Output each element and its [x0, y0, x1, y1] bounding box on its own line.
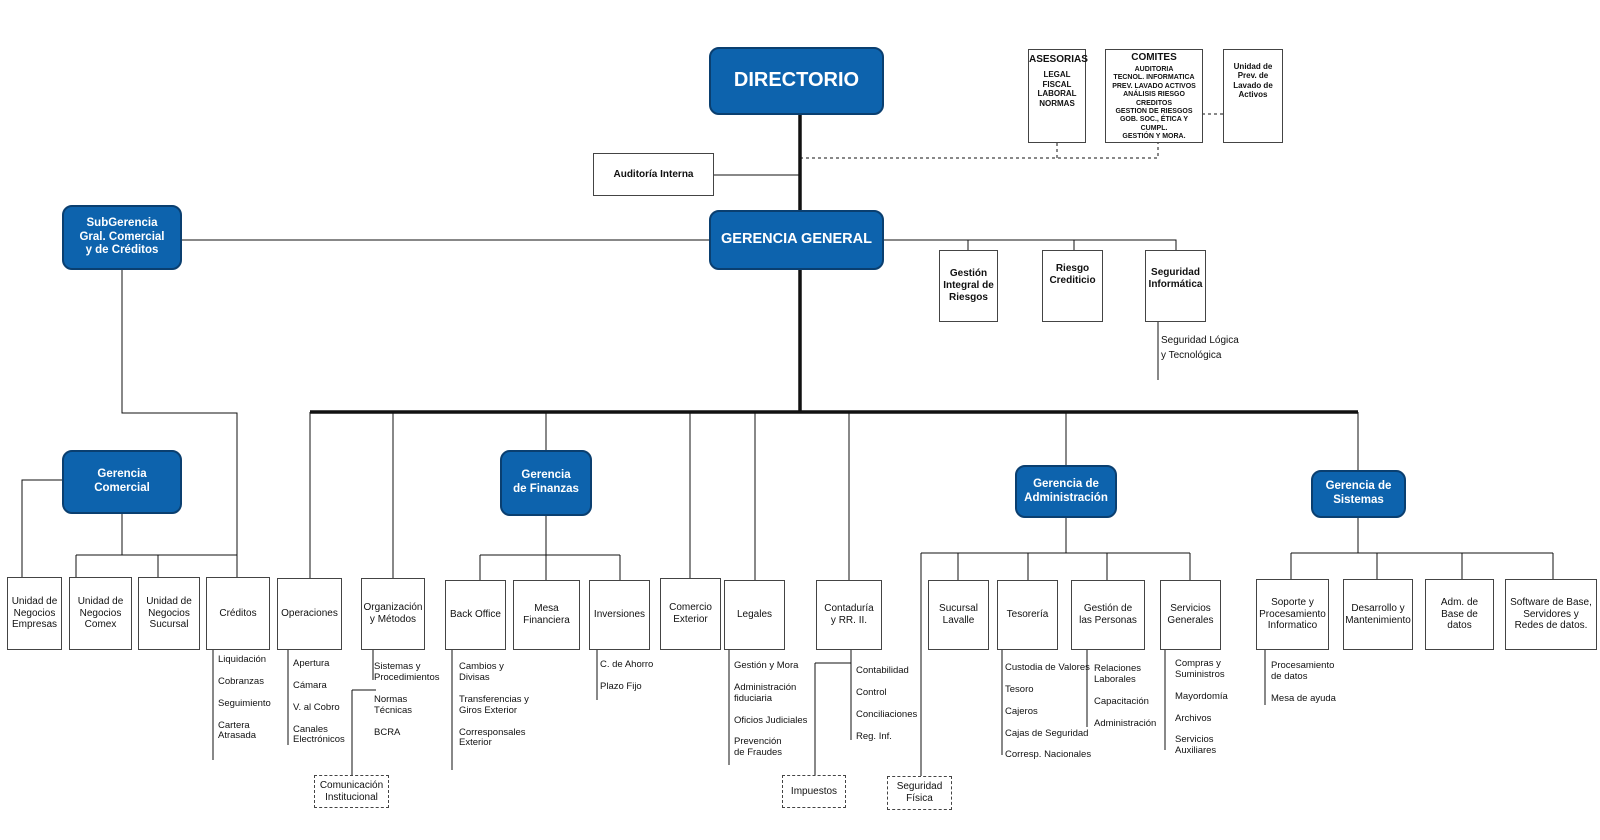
gestion-integral-riesgos-box: Gestión Integral de Riesgos	[939, 250, 998, 322]
unidad-negocios-comex-box: Unidad de Negocios Comex	[69, 577, 132, 650]
desarrollo-mantenimiento-box: Desarrollo y Mantenimiento	[1343, 579, 1413, 650]
back-office-box: Back Office	[445, 580, 506, 650]
tesoreria-box: Tesorería	[997, 580, 1058, 650]
riesgo-crediticio-box: Riesgo Crediticio	[1042, 250, 1103, 322]
subgerencia-box: SubGerencia Gral. Comercial y de Crédito…	[62, 205, 182, 270]
legales-box: Legales	[724, 580, 785, 650]
contaduria-items: Contabilidad Control Conciliaciones Reg.…	[856, 665, 918, 742]
gestion-personas-items: Relaciones Laborales Capacitación Admini…	[1094, 663, 1157, 729]
comunicacion-institucional-box: Comunicación Institucional	[314, 775, 389, 808]
impuestos-box: Impuestos	[782, 775, 846, 808]
creditos-box: Créditos	[206, 577, 270, 650]
gerencia-administracion-box: Gerencia de Administración	[1015, 465, 1117, 518]
organizacion-metodos-box: Organización y Métodos	[361, 578, 425, 650]
soporte-items: Procesamiento de datos Mesa de ayuda	[1271, 660, 1336, 704]
unidad-prev-lavado-box: Unidad de Prev. de Lavado de Activos	[1223, 49, 1283, 143]
comites-panel: COMITES AUDITORIA TECNOL. INFORMATICA PR…	[1105, 49, 1203, 143]
seguridad-informatica-box: Seguridad Informática	[1145, 250, 1206, 322]
asesorias-panel: ASESORIAS LEGAL FISCAL LABORAL NORMAS	[1028, 49, 1088, 143]
asesorias-items: LEGAL FISCAL LABORAL NORMAS	[1037, 70, 1077, 108]
legales-items: Gestión y Mora Administración fiduciaria…	[734, 660, 808, 759]
gerencia-general-box: GERENCIA GENERAL	[709, 210, 884, 270]
unidad-negocios-sucursal-box: Unidad de Negocios Sucursal	[138, 577, 200, 650]
gerencia-comercial-box: Gerencia Comercial	[62, 450, 182, 514]
soporte-procesamiento-box: Soporte y Procesamiento Informatico	[1256, 579, 1329, 650]
unidad-negocios-empresas-box: Unidad de Negocios Empresas	[7, 577, 62, 650]
inversiones-items: C. de Ahorro Plazo Fijo	[600, 659, 654, 692]
back-office-items: Cambios y Divisas Transferencias y Giros…	[459, 661, 529, 749]
organizacion-items: Sistemas y Procedimientos Normas Técnica…	[374, 661, 440, 738]
directorio-box: DIRECTORIO	[709, 47, 884, 115]
gerencia-finanzas-box: Gerencia de Finanzas	[500, 450, 592, 516]
asesorias-title: ASESORIAS	[1029, 54, 1088, 65]
comercio-exterior-box: Comercio Exterior	[660, 578, 721, 650]
servicios-generales-items: Compras y Suministros Mayordomía Archivo…	[1175, 658, 1228, 757]
sucursal-lavalle-box: Sucursal Lavalle	[928, 580, 989, 650]
inversiones-box: Inversiones	[589, 580, 650, 650]
adm-base-datos-box: Adm. de Base de datos	[1425, 579, 1494, 650]
mesa-financiera-box: Mesa Financiera	[513, 580, 580, 650]
seguridad-fisica-box: Seguridad Física	[887, 776, 952, 810]
servicios-generales-box: Servicios Generales	[1160, 580, 1221, 650]
contaduria-box: Contaduría y RR. II.	[816, 580, 882, 650]
creditos-items: Liquidación Cobranzas Seguimiento Carter…	[218, 654, 271, 742]
auditoria-interna-box: Auditoría Interna	[593, 153, 714, 196]
tesoreria-items: Custodia de Valores Tesoro Cajeros Cajas…	[1005, 662, 1092, 761]
gestion-personas-box: Gestión de las Personas	[1071, 580, 1145, 650]
software-base-box: Software de Base, Servidores y Redes de …	[1505, 579, 1597, 650]
comites-items: AUDITORIA TECNOL. INFORMATICA PREV. LAVA…	[1112, 66, 1196, 141]
comites-title: COMITES	[1131, 52, 1177, 63]
operaciones-items: Apertura Cámara V. al Cobro Canales Elec…	[293, 658, 345, 746]
operaciones-box: Operaciones	[277, 578, 342, 650]
gerencia-sistemas-box: Gerencia de Sistemas	[1311, 470, 1406, 518]
seguridad-logica-label: Seguridad Lógica y Tecnológica	[1161, 335, 1239, 361]
